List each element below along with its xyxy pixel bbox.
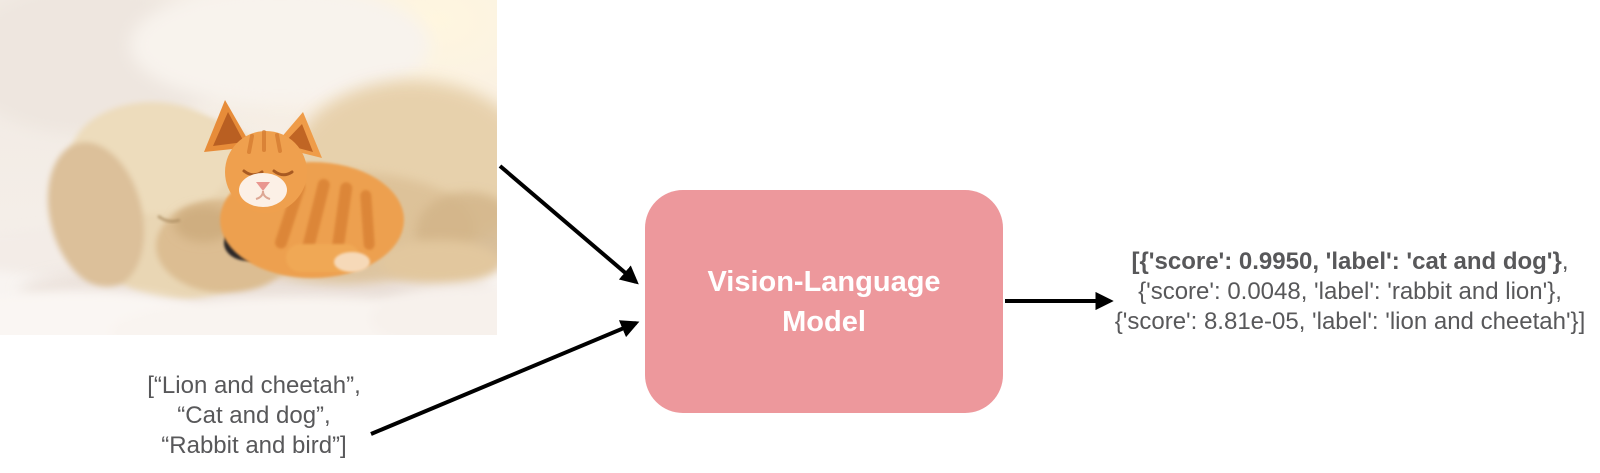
puppy-closed-eye — [157, 214, 181, 223]
kitten-paw — [334, 252, 370, 272]
candidate-labels-text: [“Lion and cheetah”, “Cat and dog”, “Rab… — [104, 371, 404, 461]
puppy-and-kitten-photo — [0, 0, 497, 335]
candidate-label-line-1: [“Lion and cheetah”, — [147, 372, 361, 399]
output-text: [{'score': 0.9950, 'label': 'cat and dog… — [1100, 247, 1600, 337]
puppy-ear — [47, 142, 145, 288]
kitten-nose — [256, 182, 270, 191]
model-label-line1: Vision-Language — [707, 265, 941, 298]
model-box: Vision-Language Model — [645, 190, 1003, 413]
arrow-labels-to-model — [370, 320, 640, 436]
kitten-mouth — [255, 190, 271, 200]
output-line-3: {'score': 8.81e-05, 'label': 'lion and c… — [1114, 308, 1586, 335]
output-line-2: {'score': 0.0048, 'label': 'rabbit and l… — [1138, 278, 1562, 305]
candidate-label-line-2: “Cat and dog”, — [177, 402, 331, 429]
kitten-closed-eye-right — [272, 169, 294, 177]
output-line-1: [{'score': 0.9950, 'label': 'cat and dog… — [1100, 247, 1600, 277]
output-top-prediction: [{'score': 0.9950, 'label': 'cat and dog… — [1131, 248, 1562, 275]
puppy-and-kitten-illustration — [0, 0, 497, 335]
kitten-ear-left-inner — [213, 112, 244, 146]
candidate-label-line-3: “Rabbit and bird”] — [161, 432, 347, 459]
kitten-forehead-stripes — [247, 130, 282, 154]
puppy-muzzle-shading — [174, 206, 234, 242]
wall-highlight — [130, 0, 430, 105]
model-label-line2: Model — [782, 305, 866, 338]
output-line-1-comma: , — [1561, 248, 1569, 275]
arrow-image-to-model — [498, 164, 639, 285]
puppy-paw — [380, 240, 497, 284]
